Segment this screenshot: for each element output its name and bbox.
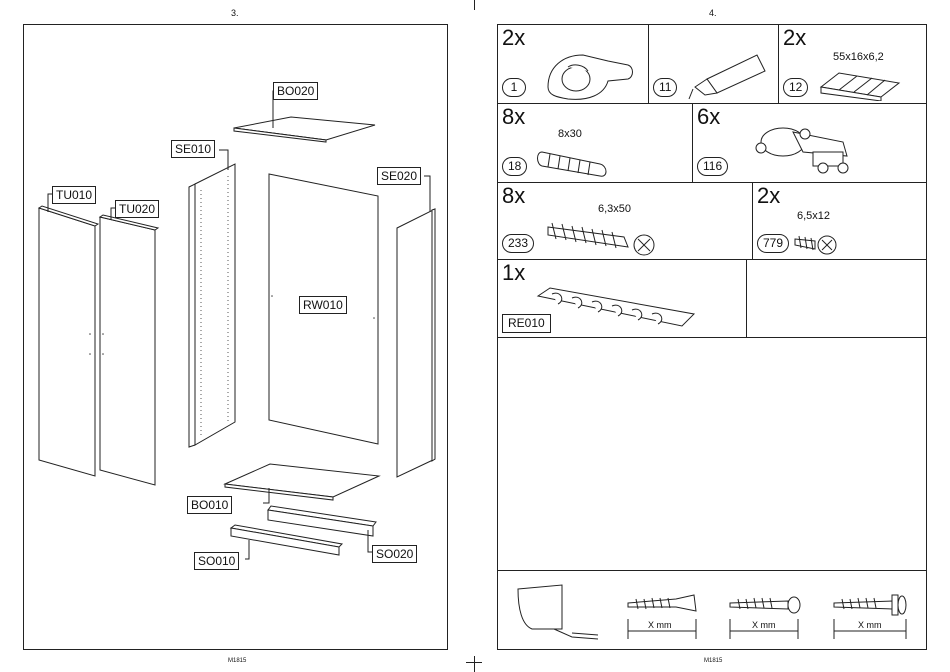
- part-label-tu010: TU010: [52, 186, 96, 204]
- hardware-qty: 6x: [697, 106, 720, 128]
- hardware-qty: 8x: [502, 185, 525, 207]
- part-label-so010: SO010: [194, 552, 239, 570]
- right-door-drawing: [100, 217, 155, 485]
- hardware-cell-116: 6x 116: [692, 103, 927, 183]
- tools-strip: X mm X mm X mm: [497, 570, 927, 650]
- felt-pad-strip-icon: [536, 286, 696, 330]
- hardware-number: 12: [783, 78, 808, 97]
- right-side-panel-drawing: [397, 209, 435, 477]
- hardware-qty: 2x: [783, 27, 806, 49]
- footer-right: M1815: [704, 658, 722, 664]
- screw-length-label: X mm: [648, 620, 672, 630]
- part-label-rw010: RW010: [299, 296, 347, 314]
- hardware-cell-12: 2x 55x16x6,2 12: [778, 24, 927, 104]
- page-number-left: 3.: [231, 8, 239, 18]
- pan-head-screw-icon: [728, 589, 806, 641]
- hardware-qty: 2x: [502, 27, 525, 49]
- short-screw-icon: [793, 227, 843, 257]
- hardware-qty: 1x: [502, 262, 525, 284]
- part-label-tu020: TU020: [115, 200, 159, 218]
- screw-length-label: X mm: [752, 620, 776, 630]
- part-label-bo020: BO020: [273, 82, 318, 100]
- part-label-se020: SE020: [377, 167, 421, 185]
- part-label-se010: SE010: [171, 140, 215, 158]
- glue-tube-icon: [687, 49, 777, 101]
- hardware-dimension: 55x16x6,2: [833, 51, 884, 63]
- hardware-dimension: 6,5x12: [797, 210, 830, 222]
- footer-left: M1815: [228, 658, 246, 664]
- hardware-qty: 2x: [757, 185, 780, 207]
- cam-connector-icon: [538, 47, 638, 103]
- hardware-number: 1: [502, 78, 526, 97]
- hardware-number: 11: [653, 78, 677, 97]
- hardware-cell-18: 8x 8x30 18: [497, 103, 693, 183]
- hardware-number: 116: [697, 157, 728, 176]
- part-label-bo010: BO010: [187, 496, 232, 514]
- hardware-dimension: 8x30: [558, 128, 582, 140]
- hardware-number: 779: [757, 234, 789, 253]
- screw-length-label: X mm: [858, 620, 882, 630]
- page-number-right: 4.: [709, 8, 717, 18]
- hinge-icon: [743, 112, 873, 180]
- part-label-so020: SO020: [372, 545, 417, 563]
- crop-mark: [474, 656, 475, 672]
- confirmat-screw-icon: [544, 217, 664, 257]
- hardware-cell-779: 2x 6,5x12 779: [752, 182, 927, 260]
- hardware-cell-re010: 1x RE010: [497, 259, 747, 338]
- hardware-number: 233: [502, 234, 534, 253]
- wedge-strip-icon: [819, 69, 909, 101]
- crop-mark: [466, 662, 482, 663]
- long-screw-icon: [626, 589, 704, 641]
- wooden-dowel-icon: [536, 144, 612, 180]
- hardware-cell-11: 11: [648, 24, 779, 104]
- bottom-panel-drawing: [225, 464, 379, 497]
- left-door-drawing: [39, 208, 95, 476]
- hardware-number: 18: [502, 157, 527, 176]
- hardware-dimension: 6,3x50: [598, 203, 631, 215]
- hardware-cell-233: 8x 6,3x50 233: [497, 182, 753, 260]
- assembly-tool-icon: [512, 579, 602, 645]
- top-panel-drawing: [234, 117, 375, 140]
- hardware-qty: 8x: [502, 106, 525, 128]
- hardware-cell-empty: [746, 259, 927, 338]
- washer-head-screw-icon: [832, 589, 912, 641]
- crop-mark: [474, 0, 475, 10]
- hardware-cell-1: 2x 1: [497, 24, 649, 104]
